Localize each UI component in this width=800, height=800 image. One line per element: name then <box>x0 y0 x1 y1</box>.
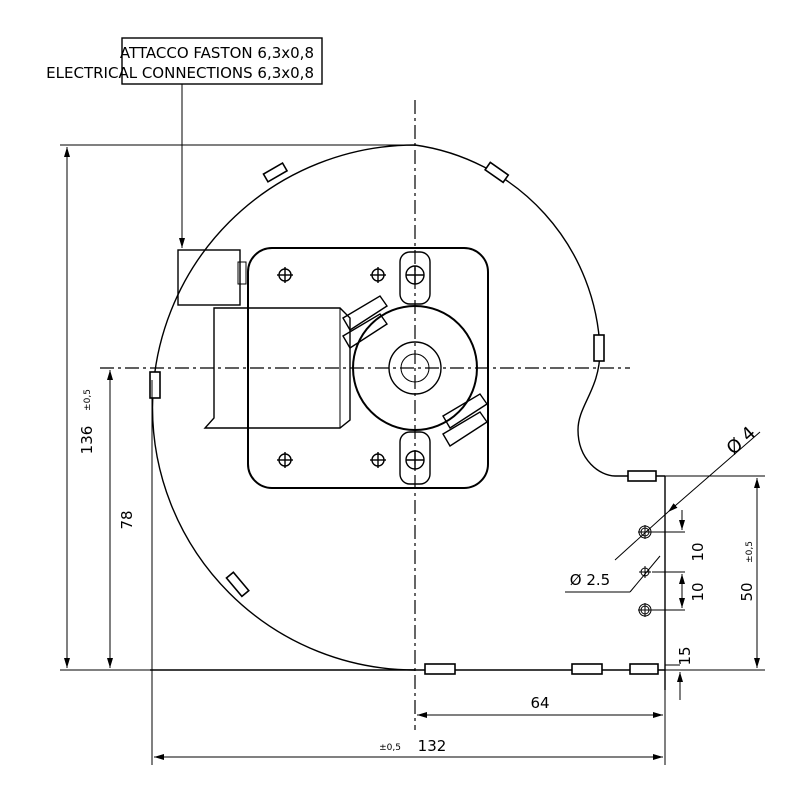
mounting-holes <box>638 525 652 617</box>
dim-136: 136 <box>78 426 96 455</box>
motor-coil <box>203 307 351 429</box>
dim-78: 78 <box>118 510 136 529</box>
dim-136-tol: ±0,5 <box>83 389 93 411</box>
label-line-2: ELECTRICAL CONNECTIONS 6,3x0,8 <box>46 64 314 82</box>
label-line-1: ATTACCO FASTON 6,3x0,8 <box>120 44 314 62</box>
dim-diameter-4: Ø 4 <box>723 423 760 460</box>
volute-housing <box>149 144 666 690</box>
dim-10-upper: 10 <box>689 542 707 561</box>
dim-diameter-2-5: Ø 2.5 <box>570 571 610 589</box>
dim-64: 64 <box>530 694 549 712</box>
connections-label: ATTACCO FASTON 6,3x0,8 ELECTRICAL CONNEC… <box>46 37 323 248</box>
terminal-box <box>177 249 241 306</box>
dimension-lines <box>60 144 765 765</box>
dim-50: 50 <box>738 582 756 601</box>
shaded-pole-motor <box>177 247 489 489</box>
rotor <box>352 305 478 431</box>
dim-132: 132 <box>418 737 447 755</box>
dim-15: 15 <box>676 646 694 665</box>
dim-50-tol: ±0,5 <box>745 541 755 563</box>
dim-132-tol: ±0,5 <box>379 743 401 753</box>
dim-10-lower: 10 <box>689 582 707 601</box>
